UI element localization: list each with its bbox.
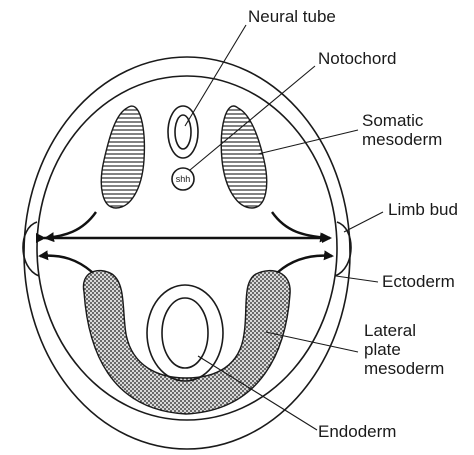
neural-tube-outer: [167, 105, 199, 159]
arrow-somatic-right: [271, 211, 330, 243]
label-lateral-plate-3: mesoderm: [364, 359, 444, 378]
label-lateral-plate-1: Lateral: [364, 321, 416, 340]
limb-bud-right: [334, 221, 352, 277]
leader-lateral-plate: [265, 331, 359, 353]
endoderm-inner: [161, 297, 209, 369]
somatic-mesoderm-right: [220, 105, 268, 209]
endoderm-outer: [146, 284, 224, 382]
somatic-mesoderm-left: [100, 105, 146, 209]
leader-endoderm: [197, 355, 318, 431]
leader-neural-tube: [184, 24, 247, 127]
ectoderm-inner-outline: [36, 75, 338, 421]
arrow-lateral-right: [277, 250, 334, 273]
arrow-somatic-left: [44, 211, 97, 243]
label-notochord: Notochord: [318, 49, 396, 68]
label-endoderm: Endoderm: [318, 422, 396, 441]
leader-notochord: [189, 65, 316, 171]
notochord-circle: [171, 167, 195, 191]
label-somatic-mesoderm-1: Somatic: [362, 111, 424, 130]
label-lateral-plate-2: plate: [364, 340, 401, 359]
arrow-lateral-left: [38, 250, 93, 273]
leader-limb-bud: [343, 211, 384, 233]
lateral-plate-mesoderm: [82, 269, 291, 415]
limb-bud-left: [22, 221, 40, 277]
label-ectoderm: Ectoderm: [382, 272, 455, 291]
leader-somatic-mesoderm: [257, 129, 359, 155]
label-neural-tube: Neural tube: [248, 7, 336, 26]
leader-ectoderm: [335, 275, 379, 283]
label-limb-bud: Limb bud: [388, 200, 458, 219]
shh-label: shh: [176, 174, 191, 184]
label-somatic-mesoderm-2: mesoderm: [362, 130, 442, 149]
neural-tube-inner: [174, 114, 192, 150]
